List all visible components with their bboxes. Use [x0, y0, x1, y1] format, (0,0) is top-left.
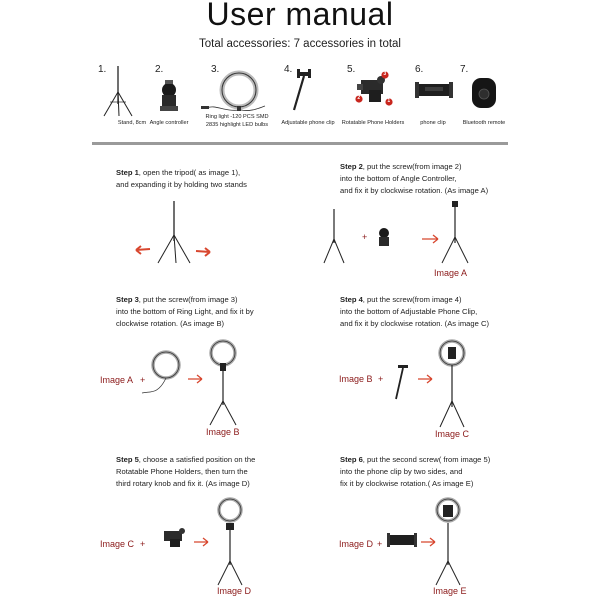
plus-sign: +	[140, 539, 146, 549]
rotatable-holder-icon	[357, 76, 385, 102]
accessory-label: Bluetooth remote	[462, 120, 506, 126]
step-line: into the phone clip by two sides, and	[340, 467, 463, 476]
plus-sign: +	[140, 375, 146, 385]
accessory-label: Rotatable Phone Holders	[341, 120, 405, 126]
step-line: , put the second screw( from image 5)	[362, 455, 491, 464]
phone-clip-stick-icon	[292, 69, 311, 111]
step-heading: Step 5	[116, 455, 139, 464]
accessory-1: 1. Stand, 8cm	[92, 62, 172, 132]
step-1-text: Step 1, open the tripod( as image 1), an…	[116, 167, 286, 191]
ring-light-icon	[201, 70, 266, 111]
accessory-7: 7. Bluetooth remote	[448, 62, 528, 132]
step-2-text: Step 2, put the screw(from image 2) into…	[340, 161, 510, 197]
step-heading: Step 6	[340, 455, 363, 464]
marker-3: 3	[383, 71, 387, 78]
step-6-figure	[387, 497, 461, 586]
accessory-5: 5. 3 2 1 Rotatable Phone Holders	[333, 62, 413, 132]
step-line: , open the tripod( as image 1),	[138, 168, 241, 177]
step-line: fix it by clockwise rotation.( As image …	[340, 479, 474, 488]
step-line: into the bottom of Ring Light, and fix i…	[116, 307, 254, 316]
plus-sign: +	[362, 232, 368, 242]
accessory-number: 6.	[415, 64, 424, 75]
image-a-label: Image A	[434, 268, 468, 278]
bluetooth-remote-icon	[472, 78, 496, 108]
accessory-number: 3.	[211, 64, 220, 75]
step-heading: Step 2	[340, 162, 363, 171]
step-heading: Step 3	[116, 295, 139, 304]
step-line: clockwise rotation. (As image B)	[116, 319, 225, 328]
step-line: into the bottom of Angle Controller,	[340, 174, 457, 183]
accessory-label: phone clip	[420, 120, 446, 126]
step-6-text: Step 6, put the second screw( from image…	[340, 454, 510, 490]
accessory-number: 4.	[284, 64, 293, 75]
accessory-label: Adjustable phone clip	[281, 120, 335, 126]
step-heading: Step 4	[340, 295, 363, 304]
step-line: , put the screw(from image 3)	[138, 295, 238, 304]
accessory-label: 2835 highlight LED bulbs	[205, 122, 269, 128]
step-2-figure	[323, 201, 469, 264]
marker-2: 2	[357, 95, 361, 102]
accessory-2: 2. Angle controller	[143, 62, 223, 132]
step-line: Rotatable Phone Holders, then turn the	[116, 467, 248, 476]
step-3-text: Step 3, put the screw(from image 3) into…	[116, 294, 286, 330]
image-e-label: Image E	[433, 586, 467, 596]
ball-head-icon	[160, 80, 178, 111]
accessory-label: Ring light -120 PCS SMD	[205, 114, 269, 120]
marker-badges	[355, 71, 393, 106]
step-line: and fix it by clockwise rotation. (As im…	[340, 186, 489, 195]
image-c-label: Image C	[435, 429, 470, 439]
accessory-label: Stand, 8cm	[117, 120, 147, 126]
page-subtitle: Total accessories: 7 accessories in tota…	[199, 38, 401, 50]
accessory-number: 1.	[98, 64, 107, 75]
section-divider	[92, 142, 508, 145]
image-d-label: Image D	[217, 586, 252, 596]
accessory-6: 6. phone clip	[397, 62, 477, 132]
tripod-icon	[103, 66, 133, 117]
step-heading: Step 1	[116, 168, 139, 177]
step-5-figure	[164, 497, 243, 586]
open-tripod-figure	[135, 201, 211, 264]
image-a-ref: Image A	[100, 375, 134, 385]
image-c-ref: Image C	[100, 539, 135, 549]
step-4-figure	[395, 339, 466, 428]
step-line: third rotary knob and fix it. (As image …	[116, 479, 250, 488]
plus-sign: +	[377, 539, 383, 549]
image-d-ref: Image D	[339, 539, 374, 549]
step-line: , choose a satisfied position on the	[138, 455, 256, 464]
step-line: and fix it by clockwise rotation. (As im…	[340, 319, 489, 328]
phone-clip-icon	[415, 82, 453, 98]
step-line: into the bottom of Adjustable Phone Clip…	[340, 307, 478, 316]
step-line: and expanding it by holding two stands	[116, 180, 247, 189]
accessory-3: 3. Ring light -120 PCS SMD 2835 highligh…	[195, 62, 275, 132]
accessory-number: 7.	[460, 64, 469, 75]
accessory-4: 4. Adjustable phone clip	[268, 62, 348, 132]
step-line: , put the screw(from image 4)	[362, 295, 462, 304]
marker-1: 1	[387, 98, 391, 105]
step-4-text: Step 4, put the screw(from image 4) into…	[340, 294, 510, 330]
image-b-ref: Image B	[339, 374, 373, 384]
page-title: User manual	[206, 0, 394, 32]
step-5-text: Step 5, choose a satisfied position on t…	[116, 454, 286, 490]
step-3-figure	[141, 339, 237, 426]
plus-sign: +	[378, 374, 384, 384]
accessory-label: Angle controller	[149, 120, 189, 126]
accessory-number: 5.	[347, 64, 356, 75]
step-line: , put the screw(from image 2)	[362, 162, 462, 171]
image-b-label: Image B	[206, 427, 240, 437]
accessory-number: 2.	[155, 64, 164, 75]
